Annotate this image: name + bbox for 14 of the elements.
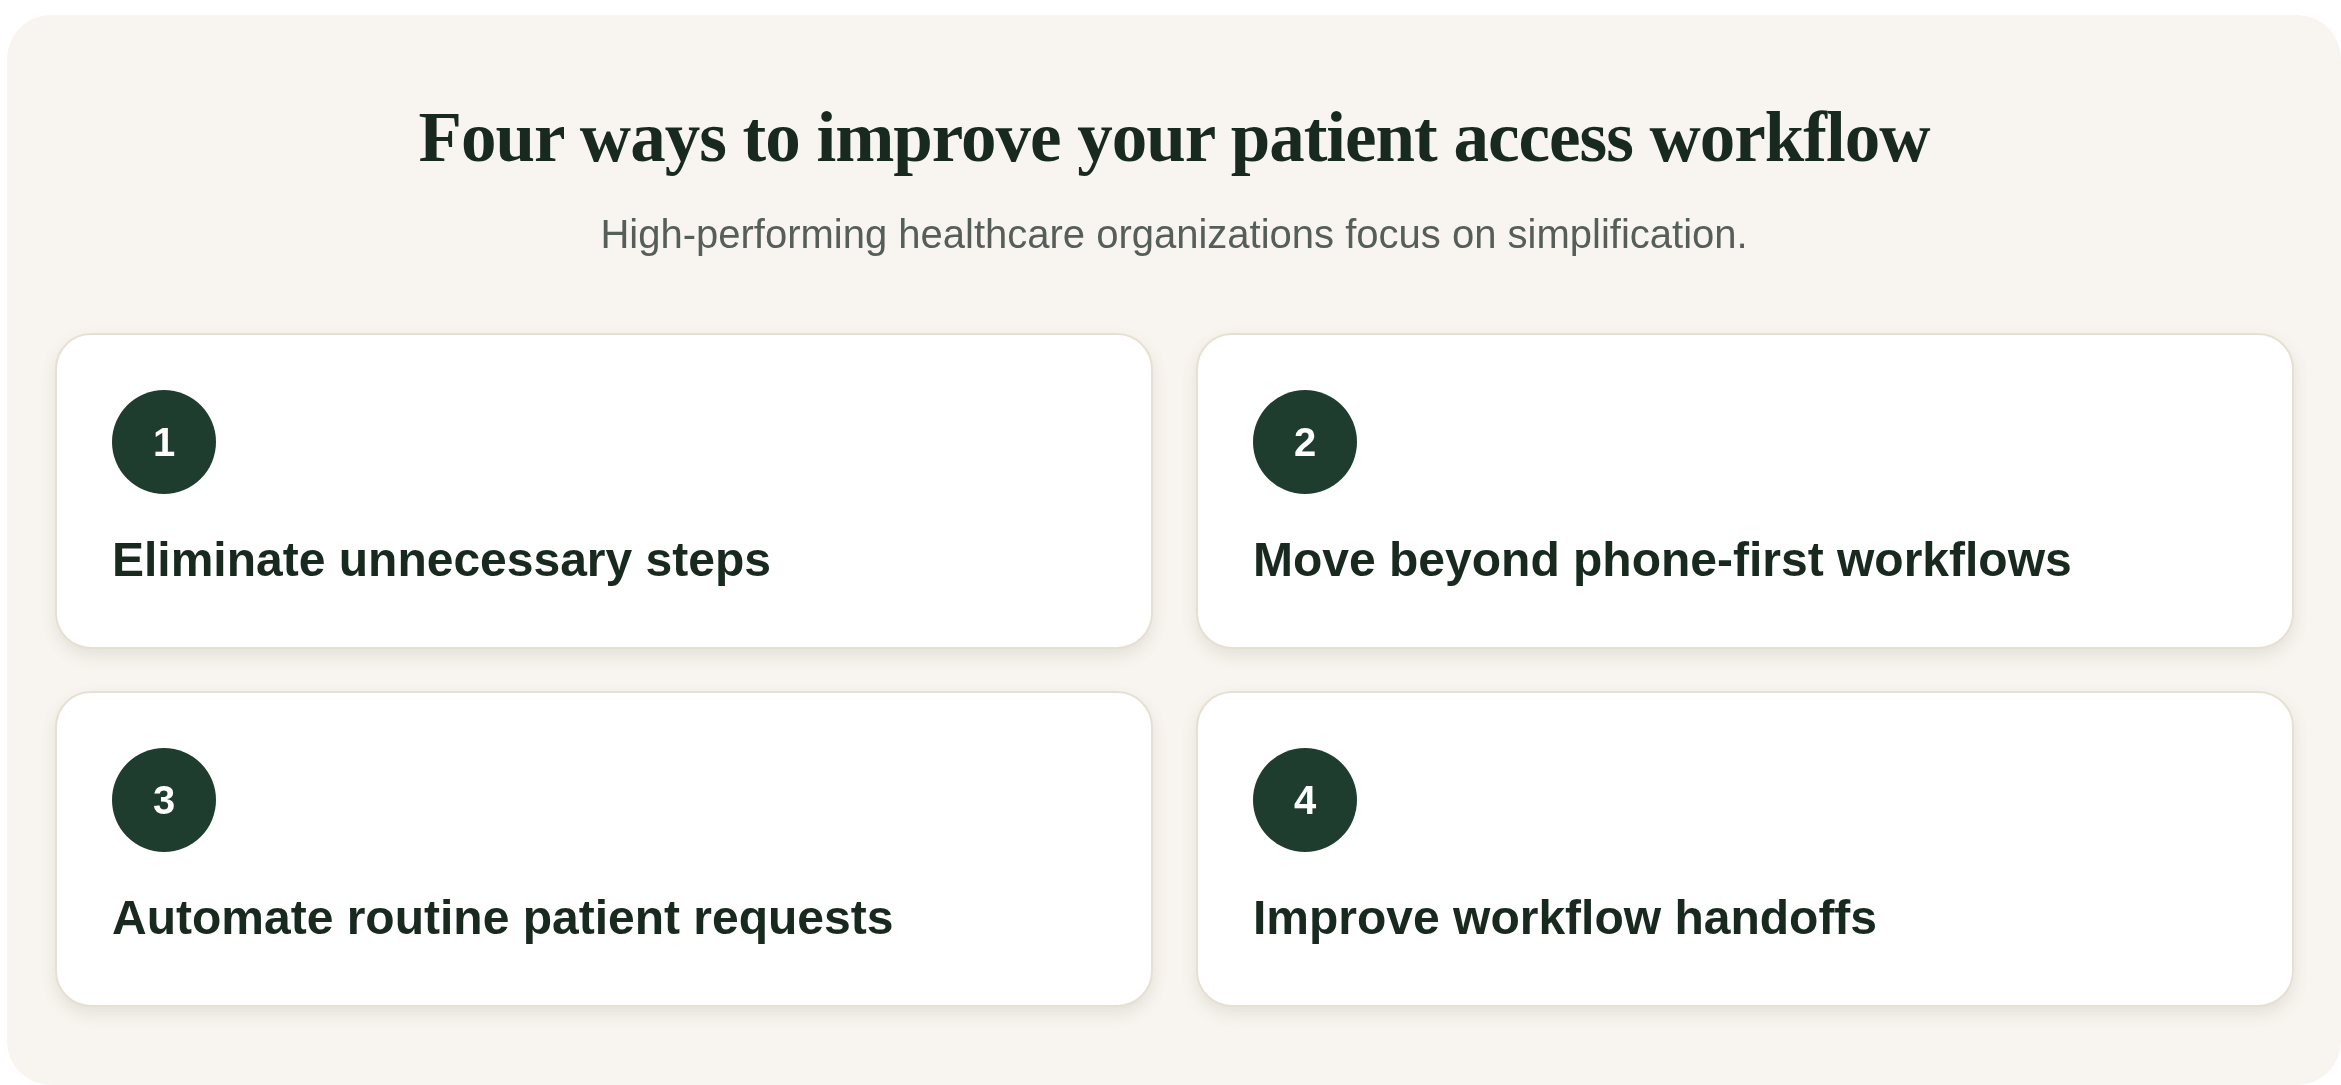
- subtitle: High-performing healthcare organizations focus on simplification.: [599, 211, 1749, 258]
- step-card: [55, 691, 1153, 1007]
- step-title: Automate routine patient requests: [112, 890, 894, 946]
- step-title: Move beyond phone-first workflows: [1253, 532, 2072, 588]
- step-title: Eliminate unnecessary steps: [112, 532, 771, 588]
- step-number: 1: [112, 390, 216, 494]
- step-card: [55, 333, 1153, 649]
- step-number: 2: [1253, 390, 1357, 494]
- step-title: Improve workflow handoffs: [1253, 890, 1878, 946]
- step-number: 3: [112, 748, 216, 852]
- title: Four ways to improve your patient access workflow: [417, 97, 1931, 178]
- step-number: 4: [1253, 748, 1357, 852]
- step-card: [1196, 333, 2294, 649]
- step-card: [1196, 691, 2294, 1007]
